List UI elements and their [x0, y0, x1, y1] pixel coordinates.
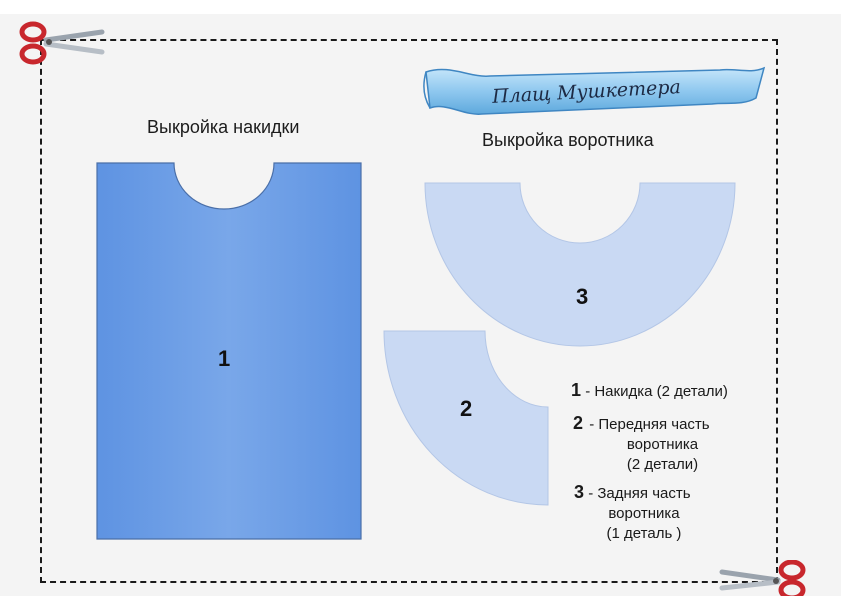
title-ribbon: [423, 66, 766, 115]
legend-item-1: 1 - Накидка (2 детали): [571, 380, 728, 400]
cape-piece: [96, 162, 362, 540]
cape-pattern-title: Выкройка накидки: [147, 117, 300, 137]
front-collar-number: 2: [460, 396, 473, 421]
cape-piece-number: 1: [218, 346, 231, 371]
collar-pattern-title: Выкройка воротника: [482, 130, 654, 150]
legend-item-2: 2 - Передняя часть воротника (2 детали): [573, 413, 710, 473]
front-collar-piece: [383, 330, 549, 506]
scissors-icon: [719, 560, 806, 596]
legend-item-3: 3 - Задняя часть воротника (1 деталь ): [574, 482, 691, 542]
scissors-icon: [19, 21, 105, 65]
back-collar-piece: [424, 182, 736, 347]
back-collar-number: 3: [576, 284, 589, 309]
dashed-cut-border: [40, 39, 778, 583]
